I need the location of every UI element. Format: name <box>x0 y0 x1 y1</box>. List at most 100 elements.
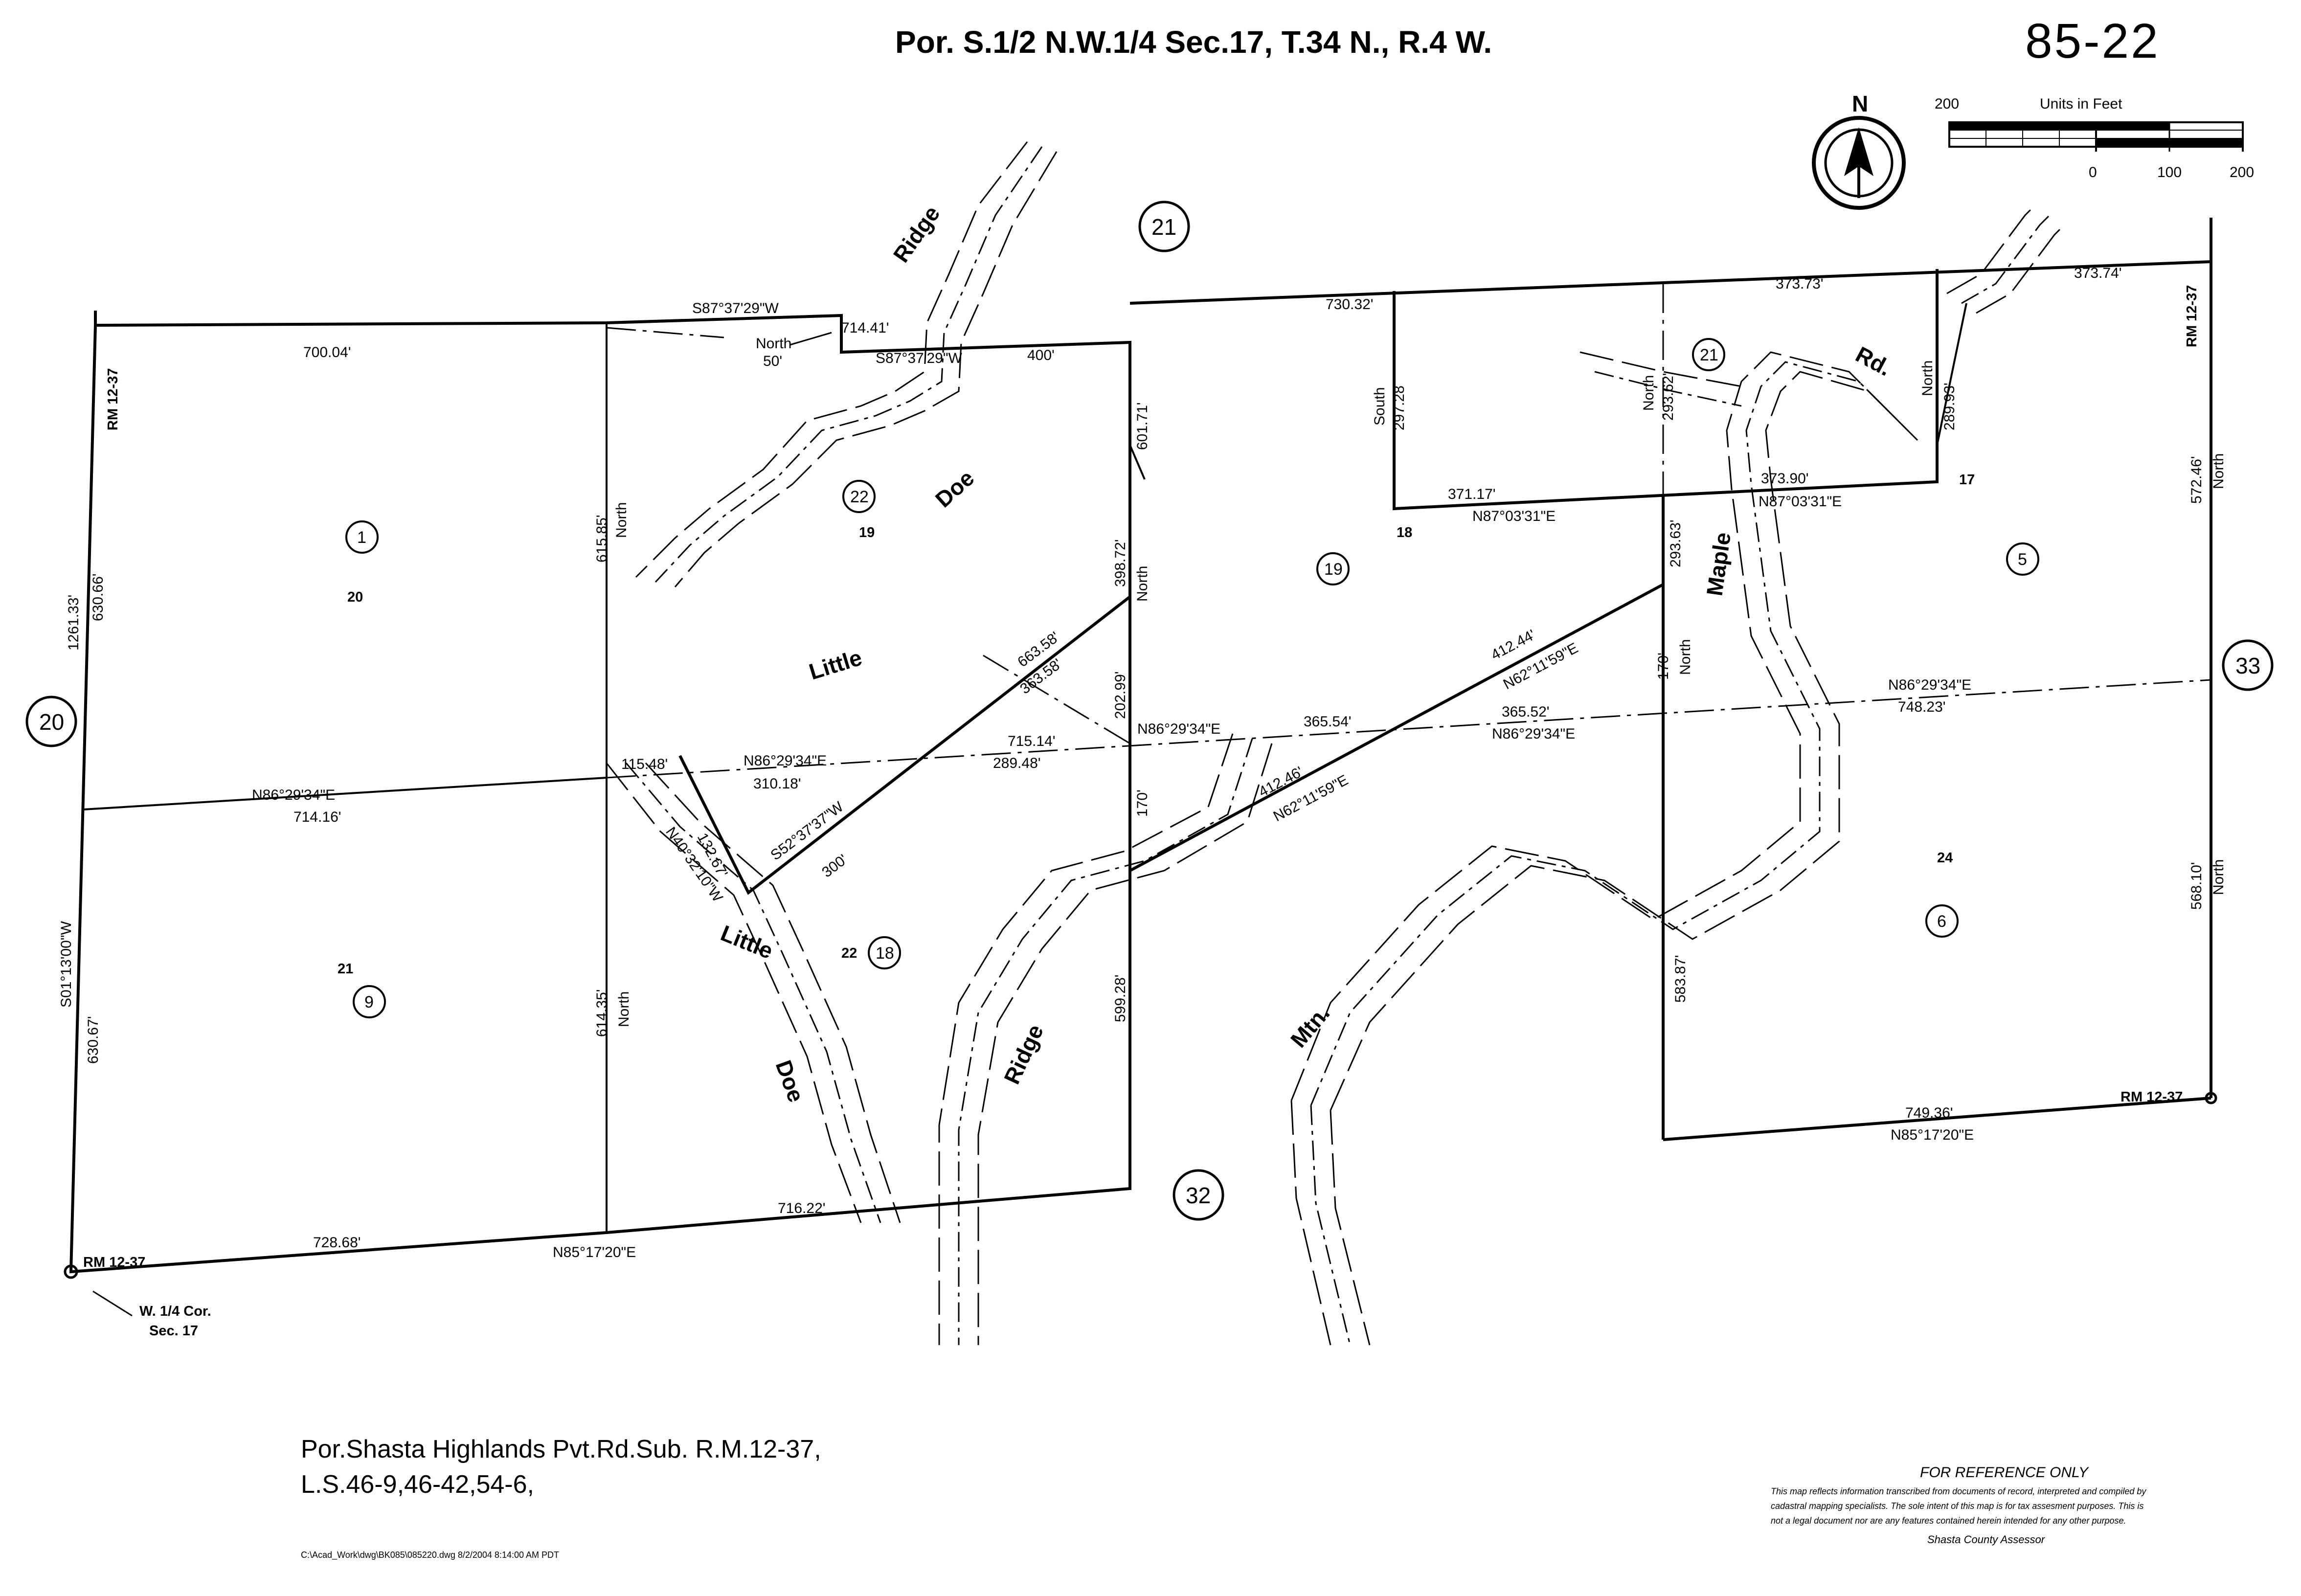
parcel-19-number: 19 <box>1324 560 1343 579</box>
dim-310-18: 310.18' <box>753 776 801 792</box>
north-label-8: North <box>2211 859 2227 895</box>
corner-leader-arrow <box>92 1290 133 1317</box>
dim-614-35: 614.35' <box>594 989 610 1037</box>
dim-730-32: 730.32' <box>1326 296 1374 313</box>
dimension-labels: 700.04' S87°37'29"W 714.41' North 50' S8… <box>58 265 2227 1260</box>
scale-units-label: Units in Feet <box>2040 96 2122 112</box>
subdivision-line1: Por.Shasta Highlands Pvt.Rd.Sub. R.M.12-… <box>301 1435 821 1463</box>
bearing-n86-a: N86°29'34"E <box>1888 677 1971 693</box>
dim-289-48: 289.48' <box>993 755 1041 771</box>
dim-716-22: 716.22' <box>778 1200 826 1216</box>
lot-17-label: 17 <box>1959 472 1975 488</box>
bearing-n86-e: N86°29'34"E <box>252 787 335 803</box>
dim-202-99: 202.99' <box>1112 672 1128 719</box>
lot-21-label: 21 <box>338 961 353 977</box>
road-name-rd: Rd. <box>1851 341 1895 381</box>
scale-tick-100: 100 <box>2157 164 2182 180</box>
dim-714-16: 714.16' <box>293 809 341 825</box>
disclaimer-block: FOR REFERENCE ONLY This map reflects inf… <box>1771 1464 2146 1546</box>
dim-50: 50' <box>763 353 782 369</box>
dim-700-04: 700.04' <box>303 344 351 360</box>
north-label-4: North <box>1919 360 1936 396</box>
dim-289-93: 289.93' <box>1941 383 1958 431</box>
section-32-number: 32 <box>1186 1183 1211 1208</box>
road-name-doe-north: Doe <box>930 465 979 513</box>
road-name-little-south: Little <box>717 920 776 964</box>
dim-568-10: 568.10' <box>2188 862 2205 910</box>
sheet-number: 85-22 <box>2025 14 2160 68</box>
lot-22-label: 22 <box>841 945 857 961</box>
disclaimer-line1: This map reflects information transcribe… <box>1771 1486 2146 1496</box>
dim-365-52: 365.52' <box>1502 704 1550 720</box>
record-map-labels: RM 12-37 RM 12-37 RM 12-37 RM 12-37 <box>83 285 2200 1270</box>
dim-714-41: 714.41' <box>841 320 889 336</box>
parcel-21-number: 21 <box>1700 346 1718 364</box>
dim-728-68: 728.68' <box>313 1235 361 1251</box>
lot-numbers: 20 21 19 22 18 17 24 <box>338 472 1975 977</box>
dim-715-14: 715.14' <box>1008 733 1056 749</box>
dim-400: 400' <box>1027 347 1055 363</box>
bearing-n86-b: N86°29'34"E <box>1492 726 1575 742</box>
road-name-maple: Maple <box>1701 531 1736 597</box>
lot-19-label: 19 <box>859 525 875 540</box>
drawing-file-path: C:\Acad_Work\dwg\BK085\085220.dwg 8/2/20… <box>301 1550 559 1560</box>
north-label-5: North <box>2211 453 2227 489</box>
north-label-6: North <box>1677 639 1693 675</box>
dim-170-a: 170' <box>1655 652 1671 680</box>
dim-170-b: 170' <box>1134 789 1150 817</box>
dim-293-63: 293.63' <box>1668 520 1684 568</box>
bearing-n85-b: N85°17'20"E <box>553 1244 636 1260</box>
dim-615-85: 615.85' <box>594 515 610 563</box>
north-letter: N <box>1852 91 1868 116</box>
section-corner-marker <box>64 1264 78 1279</box>
dim-365-54: 365.54' <box>1304 714 1352 730</box>
disclaimer-heading: FOR REFERENCE ONLY <box>1920 1464 2089 1481</box>
dim-373-73: 373.73' <box>1776 276 1824 292</box>
corner-note-line1: W. 1/4 Cor. <box>139 1304 211 1319</box>
dim-373-74: 373.74' <box>2074 265 2122 281</box>
parcel-9-number: 9 <box>364 993 374 1012</box>
disclaimer-line3: not a legal document nor are any feature… <box>1771 1516 2126 1526</box>
lot-lines <box>606 284 2211 779</box>
dim-599-28: 599.28' <box>1112 975 1128 1023</box>
lot-24-label: 24 <box>1937 850 1953 866</box>
rm-label-southeast: RM 12-37 <box>2121 1089 2183 1105</box>
bearing-s87-mid: S87°37'29"W <box>876 350 962 366</box>
disclaimer-line2: cadastral mapping specialists. The sole … <box>1771 1501 2143 1511</box>
parcel-18-number: 18 <box>876 944 894 963</box>
north-50-label: North <box>756 336 791 352</box>
road-names: Ridge Doe Little Little Doe Ridge Rd. Ma… <box>717 201 1895 1105</box>
parcel-22-number: 22 <box>850 488 869 506</box>
section-33-number: 33 <box>2235 653 2260 678</box>
road-name-little-north: Little <box>806 645 865 685</box>
rm-corner-marker <box>2205 1092 2217 1104</box>
dim-601-71: 601.71' <box>1134 403 1150 450</box>
north-arrow-icon: N <box>1812 91 1906 210</box>
map-title: Por. S.1/2 N.W.1/4 Sec.17, T.34 N., R.4 … <box>895 24 1492 60</box>
dim-297-28: 297.28 <box>1391 385 1407 430</box>
dim-371-17: 371.17' <box>1448 486 1496 502</box>
lot-18-label: 18 <box>1397 525 1412 540</box>
parcel-number-circles: 1 9 22 18 19 21 5 6 <box>345 338 2039 1018</box>
dim-572-46: 572.46' <box>2188 456 2205 504</box>
lot-20-label: 20 <box>347 589 363 605</box>
dim-398-72: 398.72' <box>1112 539 1128 587</box>
subdivision-line2: L.S.46-9,46-42,54-6, <box>301 1470 534 1499</box>
road-name-mtn: Mtn. <box>1286 1001 1335 1053</box>
dim-412-44: 412.44' <box>1489 627 1538 663</box>
dim-583-87: 583.87' <box>1672 955 1689 1003</box>
bearing-n86-c: N86°29'34"E <box>1137 721 1220 737</box>
road-name-ridge-north: Ridge <box>888 201 945 267</box>
dim-748-23: 748.23' <box>1898 699 1946 715</box>
bearing-n87-b: N87°03'31"E <box>1759 494 1842 510</box>
bearing-n87-a: N87°03'31"E <box>1472 508 1556 524</box>
bearing-s87-top: S87°37'29"W <box>692 300 779 316</box>
north-label-3: North <box>1641 375 1657 411</box>
parcel-1-number: 1 <box>357 528 366 547</box>
north-50-leader <box>790 332 832 346</box>
parcel-5-number: 5 <box>2018 550 2027 569</box>
dim-630-67: 630.67' <box>85 1016 101 1064</box>
rm-label-east: RM 12-37 <box>2184 285 2200 347</box>
roads <box>606 141 2065 1346</box>
